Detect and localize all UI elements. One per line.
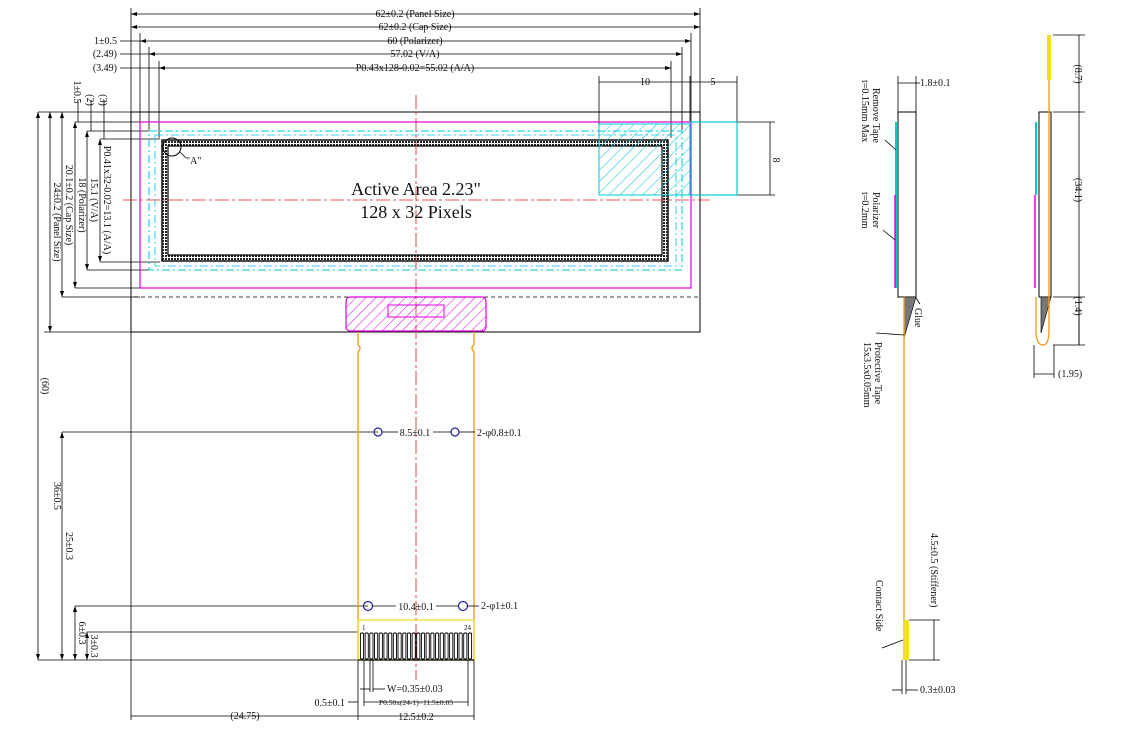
remove-tape-hatch — [598, 123, 691, 196]
dim-total-60: (60) — [39, 378, 50, 395]
bent-view — [1033, 34, 1085, 378]
dim-pin-width: W=0.35±0.03 — [387, 684, 443, 695]
dim-va-vertical: 15.1 (V/A) — [88, 178, 99, 222]
side-protective-tape-label: Protective Tape — [872, 342, 883, 405]
contact-pin — [458, 632, 463, 660]
side-polarizer-label: Polarizer — [870, 192, 881, 229]
dim-tab-5: 5 — [711, 77, 716, 88]
dim-3: 3±0.3 — [88, 635, 99, 658]
pixel-resolution-label: 128 x 32 Pixels — [360, 202, 472, 222]
dim-polarizer: 60 (Polarizer) — [387, 36, 442, 47]
pin-last-label: 24 — [464, 624, 472, 632]
dim-left-3: (3) — [97, 94, 108, 106]
dim-pin-pitch: P0.50x(24-1)=11.5±0.05 — [379, 698, 453, 707]
contact-pin — [369, 632, 374, 660]
bent-dim-87: (8.7) — [1072, 64, 1083, 83]
side-thickness: 1.8±0.1 — [920, 78, 951, 89]
contact-pin — [425, 632, 430, 660]
contact-pin — [388, 632, 393, 660]
side-view — [875, 76, 940, 694]
contact-pin — [378, 632, 383, 660]
fpc-bonding-area — [345, 296, 487, 332]
lcd-panel-front — [123, 95, 738, 680]
side-protective-tape-size: 15x3.5x0.05mm — [861, 342, 872, 408]
dim-cap-vertical: 20.1±0.2 (Cap Size) — [63, 165, 74, 245]
bent-dim-195: (1.95) — [1058, 369, 1082, 380]
dim-left-1b: 1±0.5 — [71, 81, 82, 104]
dim-cap-size: 62±0.2 (Cap Size) — [379, 22, 452, 33]
dim-fpc-edge: 0.5±0.1 — [315, 698, 346, 709]
contact-pin — [420, 632, 426, 660]
detail-a-circle — [162, 137, 182, 157]
dim-viewing-area: 57.02 (V/A) — [391, 49, 440, 60]
remove-tape-tab — [689, 121, 738, 196]
contact-pin — [359, 632, 365, 660]
dim-6: 6±0.3 — [76, 622, 87, 645]
side-remove-tape-thickness: t=0.15mm Max — [859, 80, 870, 142]
top-dimension-arrows — [131, 12, 700, 70]
dim-left-249: (2.49) — [93, 49, 117, 60]
contact-pin — [430, 632, 435, 660]
contact-pin — [444, 632, 449, 660]
contact-pin — [397, 632, 402, 660]
fpc-tail — [357, 332, 475, 661]
dim-left-2: (2) — [84, 94, 95, 106]
side-stiffener-label: 4.5±0.5 (Stiffener) — [928, 533, 939, 607]
polarizer-outline — [139, 121, 692, 289]
dim-tab-8: 8 — [770, 158, 781, 163]
contact-pin — [467, 632, 473, 660]
side-polarizer-thickness: t=0.2mm — [859, 192, 870, 229]
contact-pin — [463, 632, 468, 660]
dim-fpc-offset: (24.75) — [230, 711, 259, 722]
bent-dim-341: (34.1) — [1072, 178, 1083, 202]
active-area-label: Active Area 2.23" — [351, 179, 481, 199]
top-dimensions — [120, 8, 775, 196]
hole-size-upper: 2-φ0.8±0.1 — [477, 428, 522, 439]
dim-tab-10: 10 — [640, 77, 650, 88]
hole-pitch-upper: 8.5±0.1 — [400, 428, 431, 439]
dim-panel-size: 62±0.2 (Panel Size) — [375, 9, 454, 20]
contact-pin — [439, 632, 444, 660]
side-fpc-thickness: 0.3±0.03 — [920, 685, 956, 696]
dim-left-1: 1±0.5 — [94, 36, 117, 47]
side-contact-side-label: Contact Side — [873, 580, 884, 632]
contact-pin — [453, 632, 458, 660]
contact-pin — [383, 632, 388, 660]
contact-pin — [411, 632, 416, 660]
contact-pin — [449, 632, 454, 660]
dim-36: 36±0.5 — [51, 482, 62, 510]
fpc-holes — [362, 427, 469, 612]
active-area-outline — [167, 145, 663, 256]
detail-a-label: "A" — [186, 156, 201, 167]
side-remove-tape-label: Remove Tape — [870, 88, 881, 143]
fpc-contact-pins — [359, 632, 473, 660]
fpc-bottom-dimensions — [130, 332, 475, 720]
hole-dim-lines — [372, 431, 479, 607]
dim-polarizer-vertical: 18 (Polarizer) — [76, 177, 87, 232]
hole-pitch-lower: 10.4±0.1 — [398, 602, 434, 613]
dim-aa-vertical: P0.41x32-0.02=13.1 (A/A) — [101, 146, 112, 254]
side-glue-label: Glue — [912, 308, 923, 328]
contact-pin — [364, 632, 369, 660]
hole-size-lower: 2-φ1±0.1 — [481, 601, 518, 612]
dim-panel-vertical: 24±0.2 (Panel Size) — [51, 182, 62, 261]
dim-25: 25±0.3 — [63, 532, 74, 560]
left-dimension-arrows — [36, 112, 102, 660]
lower-hole-right — [457, 600, 469, 612]
side-stiffener — [903, 620, 909, 660]
dim-left-349: (3.49) — [93, 63, 117, 74]
contact-pin — [374, 632, 379, 660]
contact-pin — [416, 632, 421, 660]
dim-fpc-width: 12.5±0.2 — [398, 712, 434, 723]
pin-first-label: 1 — [362, 624, 366, 632]
dim-active-area: P0.43x128-0.02=55.02 (A/A) — [356, 63, 474, 74]
contact-pin — [435, 632, 440, 660]
contact-pin — [406, 632, 412, 660]
bent-dim-14: (1.4) — [1072, 296, 1083, 315]
upper-hole-right — [450, 427, 460, 437]
contact-pin — [392, 632, 397, 660]
contact-pin — [402, 632, 407, 660]
